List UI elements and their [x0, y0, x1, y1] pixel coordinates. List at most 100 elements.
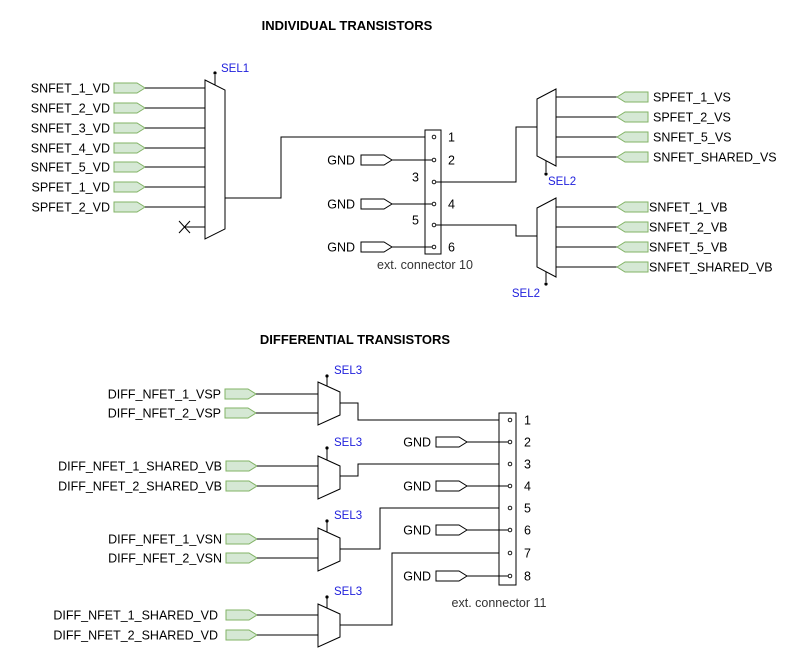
pin-number: 2: [524, 436, 531, 450]
green-arrow-port-icon: [225, 533, 258, 545]
mux-sel3-label: SEL3: [334, 437, 362, 449]
pin-dot: [507, 439, 513, 445]
pin-number: 4: [448, 198, 455, 212]
input-label: DIFF_NFET_1_VSP: [108, 388, 221, 402]
mux-trapezoid-icon: [536, 88, 557, 167]
mux-trapezoid-icon: [317, 603, 341, 648]
gnd-arrow-port-icon: [360, 198, 393, 210]
green-arrow-port-icon: [113, 201, 146, 213]
output-label: SNFET_SHARED_VB: [649, 261, 773, 275]
green-arrow-port-icon: [113, 82, 146, 94]
output-label: SNFET_2_VB: [649, 221, 728, 235]
mux-sel1: SEL1: [178, 63, 425, 240]
select-dot: [325, 374, 329, 378]
pin-dot: [431, 201, 437, 207]
mux-trapezoid-icon: [317, 527, 341, 572]
output-label: SNFET_5_VS: [653, 131, 732, 145]
pin-number: 2: [448, 154, 455, 168]
input-label: DIFF_NFET_1_VSN: [108, 533, 222, 547]
mux-sel3-label: SEL3: [334, 510, 362, 522]
pin-dot: [507, 461, 513, 467]
gnd-arrow-port-icon: [360, 154, 393, 166]
output-label: SNFET_1_VB: [649, 201, 728, 215]
mux-trapezoid-icon: [536, 197, 557, 278]
pin-number: 5: [412, 214, 419, 228]
green-arrow-port-icon: [616, 91, 649, 103]
connector-11-caption: ext. connector 11: [452, 596, 547, 610]
green-arrow-port-icon: [616, 221, 649, 233]
mux-trapezoid-icon: [204, 79, 226, 240]
output-label: SNFET_SHARED_VS: [653, 151, 777, 165]
mux-sel2-vs-label: SEL2: [548, 176, 576, 188]
gnd-arrow-port-icon: [435, 570, 468, 582]
wire: [340, 552, 505, 626]
pin-dot: [431, 244, 437, 250]
output-label: SPFET_2_VS: [653, 111, 731, 125]
green-arrow-port-icon: [225, 552, 258, 564]
input-label: SPFET_2_VD: [31, 201, 110, 215]
input-label: SNFET_2_VD: [31, 102, 110, 116]
input-label: SPFET_1_VD: [31, 181, 110, 195]
pin-number: 1: [448, 131, 455, 145]
green-arrow-port-icon: [616, 111, 649, 123]
green-arrow-port-icon: [616, 131, 649, 143]
pin-dot: [507, 550, 513, 556]
gnd-arrow-port-icon: [435, 436, 468, 448]
input-label: SNFET_5_VD: [31, 161, 110, 175]
differential-muxes: SEL3DIFF_NFET_1_VSPDIFF_NFET_2_VSPSEL3DI…: [53, 365, 505, 648]
mux-sel2-vb: SEL2: [512, 197, 557, 300]
gnd-label: GND: [403, 570, 431, 584]
input-label: SNFET_1_VD: [31, 82, 110, 96]
input-label: SNFET_3_VD: [31, 122, 110, 136]
mux-trapezoid-icon: [317, 381, 341, 426]
input-label: DIFF_NFET_2_VSN: [108, 552, 222, 566]
green-arrow-port-icon: [224, 407, 257, 419]
connector-11-body: [498, 412, 517, 586]
select-dot: [325, 519, 329, 523]
green-arrow-port-icon: [616, 151, 649, 163]
pin-number: 3: [524, 458, 531, 472]
pin-dot: [507, 483, 513, 489]
gnd-label: GND: [403, 524, 431, 538]
pin-dot: [431, 222, 437, 228]
gnd-label: GND: [403, 436, 431, 450]
mux-sel2-vs: SEL2: [536, 88, 576, 188]
green-arrow-port-icon: [225, 480, 258, 492]
pin-number: 4: [524, 480, 531, 494]
pin-dot: [431, 179, 437, 185]
gnd-arrow-port-icon: [360, 241, 393, 253]
select-dot: [325, 446, 329, 450]
mux-sel3-label: SEL3: [334, 586, 362, 598]
pin-dot: [507, 573, 513, 579]
mux-sel1-label: SEL1: [221, 63, 249, 75]
pin-dot: [507, 417, 513, 423]
pin-number: 3: [412, 171, 419, 185]
input-label: DIFF_NFET_2_VSP: [108, 407, 221, 421]
input-label: DIFF_NFET_1_SHARED_VB: [58, 460, 222, 474]
wire: [340, 463, 505, 477]
mux-trapezoid-icon: [317, 455, 341, 500]
green-arrow-port-icon: [616, 241, 649, 253]
green-arrow-port-icon: [616, 261, 649, 273]
pin-dot: [431, 134, 437, 140]
green-arrow-port-icon: [113, 161, 146, 173]
green-arrow-port-icon: [113, 181, 146, 193]
green-arrow-port-icon: [225, 629, 258, 641]
green-arrow-port-icon: [113, 102, 146, 114]
gnd-label: GND: [403, 480, 431, 494]
pin-number: 6: [524, 524, 531, 538]
mux-sel3-label: SEL3: [334, 365, 362, 377]
connector-10-caption: ext. connector 10: [377, 258, 473, 272]
mux-sel1-inputs: SNFET_1_VDSNFET_2_VDSNFET_3_VDSNFET_4_VD…: [31, 82, 205, 215]
wire: [340, 402, 505, 421]
pin-number: 5: [524, 502, 531, 516]
gnd-label: GND: [327, 198, 355, 212]
output-label: SNFET_5_VB: [649, 241, 728, 255]
input-label: DIFF_NFET_2_SHARED_VD: [53, 629, 218, 643]
mux-sel2-vb-label: SEL2: [512, 288, 540, 300]
mux-sel2-vs-outputs: SPFET_1_VSSPFET_2_VSSNFET_5_VSSNFET_SHAR…: [556, 91, 777, 165]
pin-number: 1: [524, 414, 531, 428]
